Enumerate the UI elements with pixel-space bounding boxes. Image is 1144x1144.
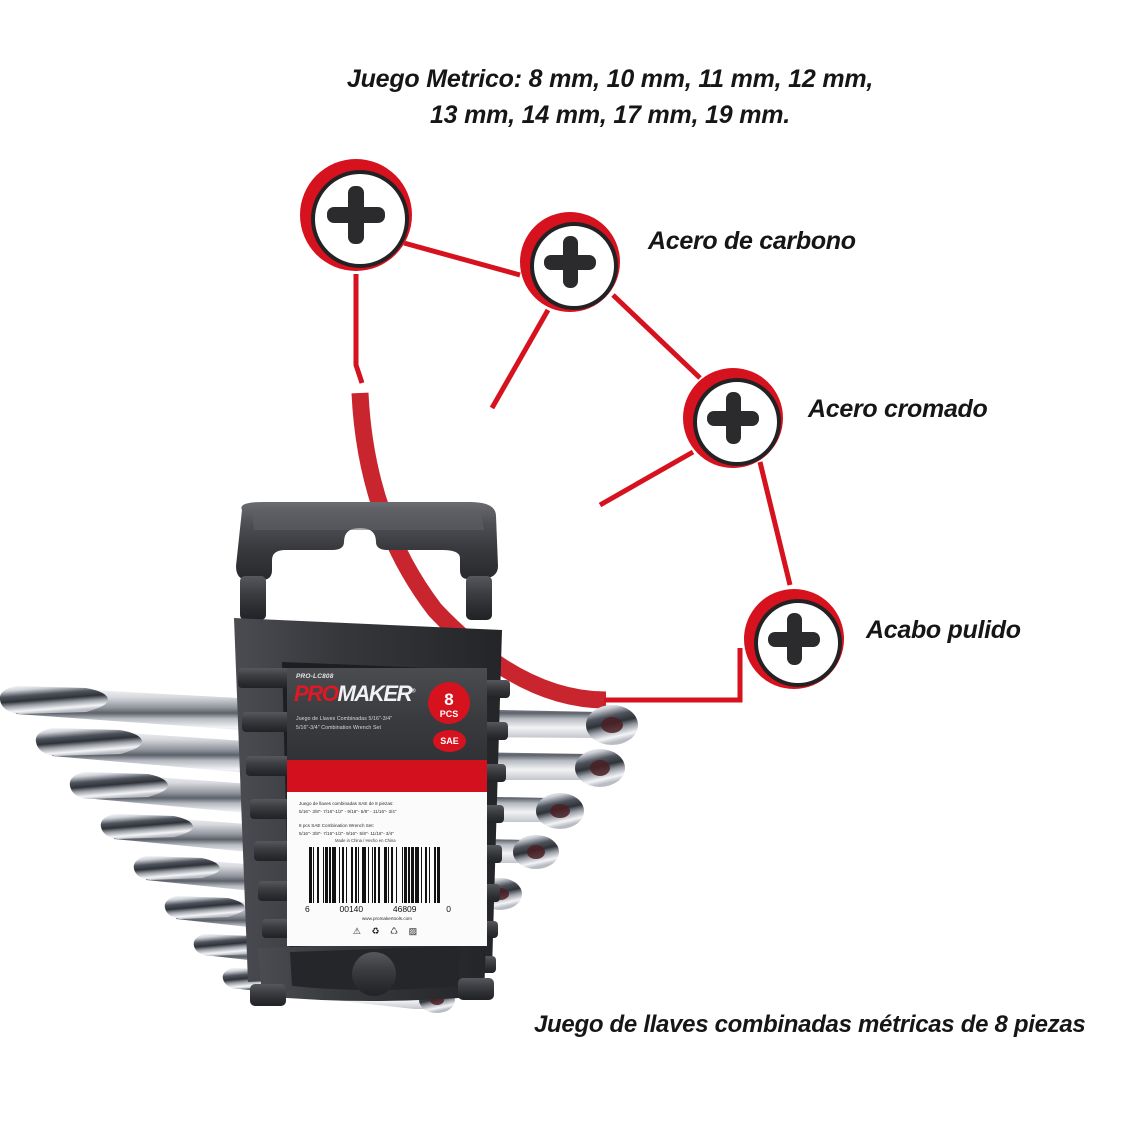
badge-piece-count: 8 PCS (428, 682, 470, 724)
feature-label-chrome-steel: Acero cromado (808, 395, 988, 423)
registered-trademark-icon: ® (411, 688, 415, 695)
connector-line-3-4 (757, 461, 793, 586)
barcode-digit-group: 6 (305, 904, 310, 914)
spec-sizes-es: 5/16"- 3/8"- 7/16"-1/2" - 9/16"- 5/8" - … (299, 809, 397, 815)
label-red-band (287, 760, 487, 792)
package-label: PRO-LC808 PROMAKER® Juego de Llaves Comb… (287, 668, 487, 946)
brand-logo-pro: PRO (294, 681, 339, 706)
page-title: Juego Metrico: 8 mm, 10 mm, 11 mm, 12 mm… (260, 62, 960, 133)
badge-standard: SAE (433, 730, 466, 752)
callout-marker-1[interactable] (300, 159, 412, 271)
barcode-digit-group: 00140 (339, 904, 364, 914)
spec-title-en: 8 pcs SAE Combination Wrench Set: (299, 822, 374, 828)
barcode-digit-group: 0 (446, 904, 451, 914)
website-url: www.promakertools.com (361, 916, 413, 921)
spec-title-es: Juego de llaves combinadas SAE de 8 piez… (299, 801, 394, 806)
barcode-digits: 6 00140 46809 0 (305, 904, 451, 914)
badge-count-number: 8 (444, 690, 454, 709)
badge-standard-label: SAE (440, 736, 459, 746)
barcode-digit-group: 46809 (392, 904, 417, 914)
label-specifications: Juego de llaves combinadas SAE de 8 piez… (299, 800, 397, 839)
label-description: Juego de Llaves Combinadas 5/16"-3/4" 5/… (296, 715, 392, 733)
connector-line-2-3 (611, 293, 702, 380)
connector-line-2-center (489, 308, 551, 410)
label-info-panel: Juego de llaves combinadas SAE de 8 piez… (287, 792, 487, 946)
plus-icon (726, 392, 741, 444)
callout-marker-3[interactable] (683, 368, 783, 468)
label-description-es: Juego de Llaves Combinadas 5/16"-3/4" (296, 716, 393, 722)
plus-icon (348, 186, 364, 244)
connector-line-3-center (598, 449, 695, 508)
badge-count-unit: PCS (439, 709, 459, 719)
recycling-symbols-icon: ⚠ ♻ ♺ ▨ (352, 926, 422, 936)
plus-icon (563, 236, 578, 288)
feature-label-polished-finish: Acabo pulido (866, 616, 1021, 644)
country-of-origin: Made in China / Hecho en China (335, 838, 396, 843)
headline-line-2: 13 mm, 14 mm, 17 mm, 19 mm. (429, 100, 791, 129)
plus-icon (787, 613, 802, 665)
spec-sizes-en: 5/16"- 3/8"- 7/16"-1/2"- 9/16"- 5/8"- 11… (299, 831, 394, 837)
barcode (309, 847, 441, 903)
feature-label-carbon-steel: Acero de carbono (648, 227, 856, 255)
callout-marker-4[interactable] (744, 589, 844, 689)
product-code: PRO-LC808 (296, 673, 334, 680)
label-header-panel: PRO-LC808 PROMAKER® Juego de Llaves Comb… (287, 668, 487, 760)
callout-marker-2[interactable] (520, 212, 620, 312)
connector-line-vertical (353, 274, 365, 384)
headline-line-1: Juego Metrico: 8 mm, 10 mm, 11 mm, 12 mm… (346, 65, 874, 93)
brand-logo: PROMAKER® (294, 681, 416, 706)
connector-line-1-2 (403, 240, 521, 278)
product-caption: Juego de llaves combinadas métricas de 8… (534, 1011, 1086, 1038)
label-description-en: 5/16"-3/4" Combination Wrench Set (296, 725, 382, 732)
brand-logo-maker: MAKER (337, 681, 412, 706)
